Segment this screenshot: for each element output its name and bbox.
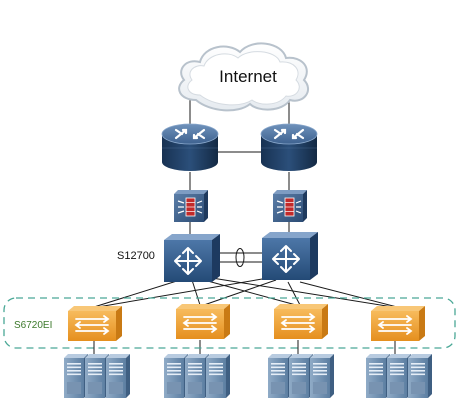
server-groups bbox=[64, 354, 432, 398]
server-group-4 bbox=[366, 354, 432, 398]
firewall-brick-icon bbox=[276, 197, 302, 217]
server-icon bbox=[408, 354, 432, 398]
core-switch-label: S12700 bbox=[117, 250, 155, 262]
access-switch-arrows-icon bbox=[182, 313, 218, 333]
server-icon bbox=[164, 354, 188, 398]
server-icon bbox=[387, 354, 411, 398]
server-group-2 bbox=[164, 354, 230, 398]
server-group-3 bbox=[268, 354, 334, 398]
server-icon bbox=[310, 354, 334, 398]
server-icon bbox=[106, 354, 130, 398]
link-aggregation-ellipse bbox=[235, 248, 245, 267]
server-icon bbox=[366, 354, 390, 398]
access-switch-arrows-icon bbox=[280, 313, 316, 333]
firewall-brick-icon bbox=[177, 197, 203, 217]
access-switch-arrows-icon bbox=[74, 315, 110, 335]
server-group-1 bbox=[64, 354, 130, 398]
access-layer-label: S6720EI bbox=[14, 320, 52, 331]
cloud-inner-outline bbox=[187, 51, 300, 106]
router-arrows-icon bbox=[174, 128, 206, 140]
access-switch-4 bbox=[371, 306, 425, 341]
links bbox=[93, 95, 398, 356]
firewall-left bbox=[174, 190, 208, 222]
core-switch-left bbox=[164, 234, 220, 282]
server-icon bbox=[64, 354, 88, 398]
firewall-right bbox=[273, 190, 307, 222]
access-switch-2 bbox=[176, 304, 230, 339]
router-arrows-icon bbox=[273, 128, 305, 140]
internet-cloud: Internet bbox=[178, 42, 309, 112]
server-icon bbox=[289, 354, 313, 398]
server-icon bbox=[268, 354, 292, 398]
access-switch-arrows-icon bbox=[377, 315, 413, 335]
link-coreL-access1 bbox=[93, 279, 181, 308]
link-coreR-access1 bbox=[97, 277, 269, 308]
router-right bbox=[260, 123, 318, 171]
access-switch-3 bbox=[274, 304, 328, 339]
core-switch-arrows-icon bbox=[174, 247, 202, 275]
server-icon bbox=[85, 354, 109, 398]
link-coreR-access3 bbox=[287, 281, 301, 306]
link-coreL-access3 bbox=[203, 279, 297, 306]
server-icon bbox=[206, 354, 230, 398]
link-coreR-access2 bbox=[203, 279, 277, 306]
link-coreR-access4 bbox=[299, 281, 398, 308]
internet-label: Internet bbox=[219, 67, 277, 86]
core-switch-arrows-icon bbox=[272, 245, 300, 273]
core-switch-right bbox=[262, 232, 318, 280]
link-coreL-access2 bbox=[191, 279, 201, 306]
router-left bbox=[161, 123, 219, 171]
server-icon bbox=[185, 354, 209, 398]
access-layer-dashed-box bbox=[3, 297, 456, 349]
access-switch-1 bbox=[68, 306, 122, 341]
